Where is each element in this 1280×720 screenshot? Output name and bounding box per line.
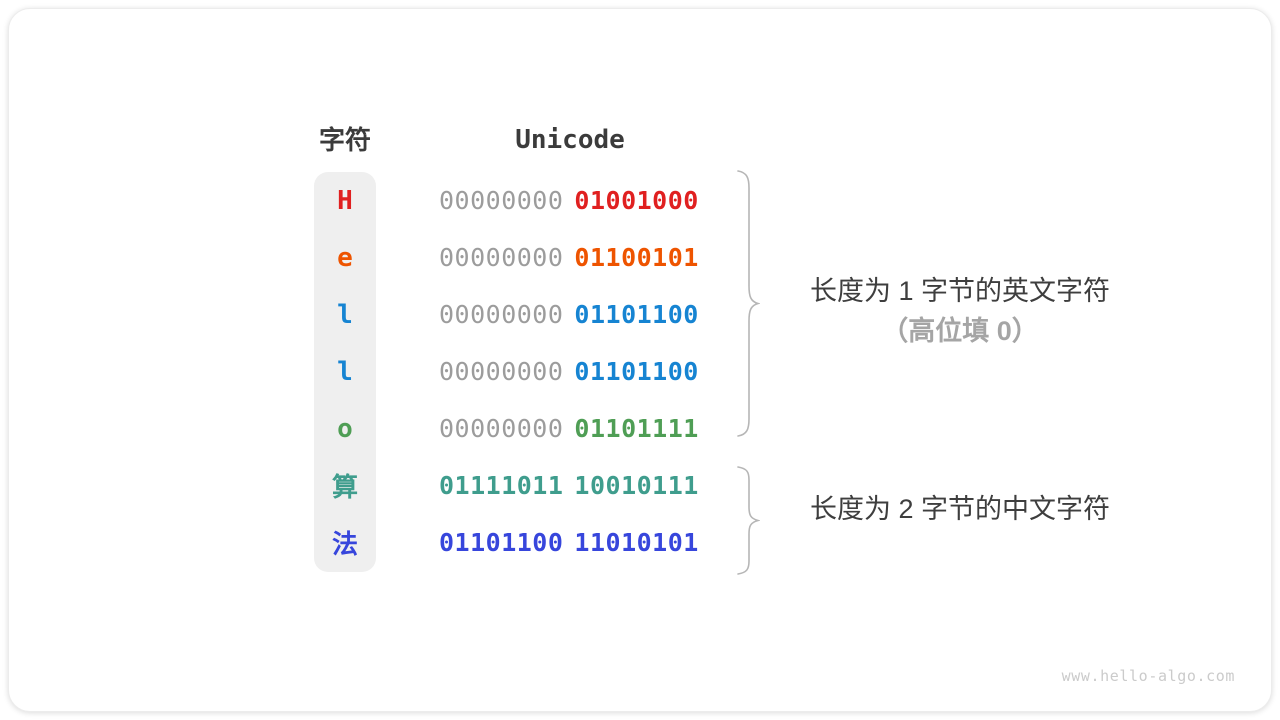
annotation-line: 长度为 1 字节的英文字符 xyxy=(809,276,1111,306)
character-cell: e xyxy=(337,242,353,273)
table-row: e 00000000 01100101 xyxy=(314,229,734,286)
byte1: 01111011 xyxy=(439,471,564,500)
unicode-cell: 01101100 11010101 xyxy=(439,528,699,557)
table-row: o 00000000 01101111 xyxy=(314,400,734,457)
character-cell: 算 xyxy=(331,473,358,503)
character-cell: 法 xyxy=(331,530,358,560)
byte2: 01101100 xyxy=(574,300,699,329)
character-cell: o xyxy=(337,413,353,444)
annotation-chinese-chars: 长度为 2 字节的中文字符 xyxy=(779,489,1141,529)
table-row: H 00000000 01001000 xyxy=(314,172,734,229)
table-row: 法 01101100 11010101 xyxy=(314,514,734,571)
byte2: 01101111 xyxy=(574,414,699,443)
unicode-cell: 00000000 01101111 xyxy=(439,414,699,443)
watermark: www.hello-algo.com xyxy=(1061,667,1235,685)
annotation-line: 长度为 2 字节的中文字符 xyxy=(809,494,1111,524)
unicode-cell: 00000000 01101100 xyxy=(439,300,699,329)
byte1: 00000000 xyxy=(439,357,564,386)
byte1: 00000000 xyxy=(439,186,564,215)
character-cell: l xyxy=(337,356,353,387)
byte2: 11010101 xyxy=(574,528,699,557)
curly-brace-icon xyxy=(737,170,760,437)
character-column-background xyxy=(314,172,376,572)
byte2: 01101100 xyxy=(574,357,699,386)
diagram-card: 字符 Unicode H 00000000 01001000 e 00000000… xyxy=(8,8,1272,712)
column-header-unicode: Unicode xyxy=(515,125,625,155)
byte2: 10010111 xyxy=(574,471,699,500)
byte1: 00000000 xyxy=(439,414,564,443)
unicode-cell: 01111011 10010111 xyxy=(439,471,699,500)
annotation-english-chars: 长度为 1 字节的英文字符 （高位填 0） xyxy=(779,271,1141,351)
annotation-line-note: （高位填 0） xyxy=(881,316,1039,346)
curly-brace-icon xyxy=(737,466,760,575)
byte1: 00000000 xyxy=(439,243,564,272)
byte2: 01100101 xyxy=(574,243,699,272)
character-cell: l xyxy=(337,299,353,330)
unicode-cell: 00000000 01001000 xyxy=(439,186,699,215)
column-header-char: 字符 xyxy=(318,125,371,155)
table-row: 算 01111011 10010111 xyxy=(314,457,734,514)
byte1: 00000000 xyxy=(439,300,564,329)
byte2: 01001000 xyxy=(574,186,699,215)
table-row: l 00000000 01101100 xyxy=(314,343,734,400)
character-cell: H xyxy=(337,185,353,216)
byte1: 01101100 xyxy=(439,528,564,557)
table-row: l 00000000 01101100 xyxy=(314,286,734,343)
unicode-cell: 00000000 01101100 xyxy=(439,357,699,386)
unicode-cell: 00000000 01100101 xyxy=(439,243,699,272)
